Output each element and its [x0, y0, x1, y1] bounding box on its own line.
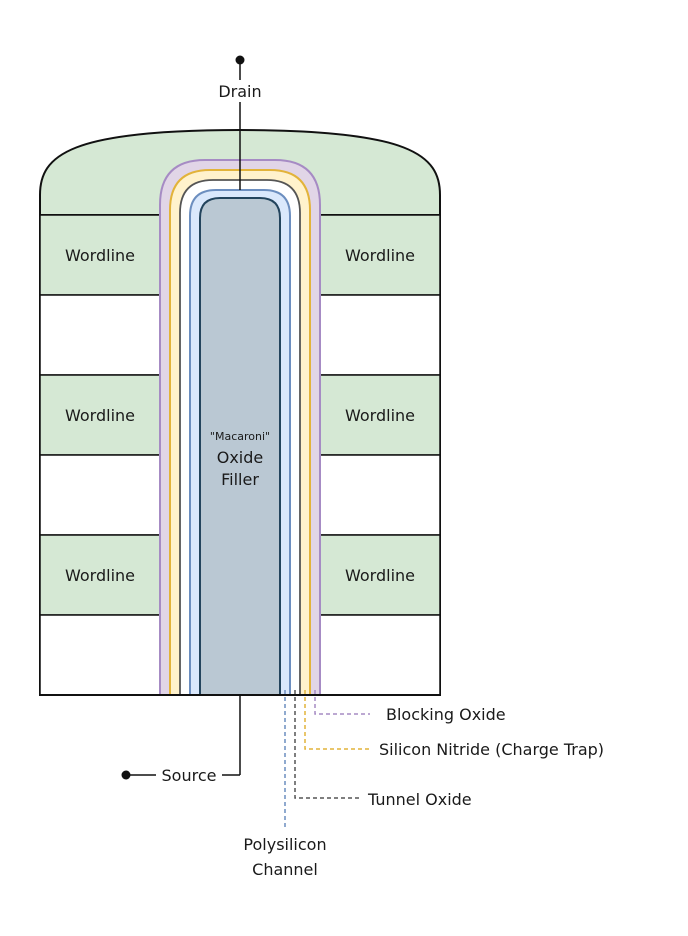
wordline-cell [319, 374, 441, 456]
wordline-label: Wordline [65, 566, 135, 585]
core-label-line3: Filler [221, 470, 259, 489]
spacer-cell [319, 454, 441, 536]
wordline-cell [39, 534, 161, 616]
core-label-line2: Oxide [217, 448, 264, 467]
polysilicon-label-line2: Channel [252, 860, 318, 879]
polysilicon-label-line1: Polysilicon [243, 835, 326, 854]
source-terminal-dot [121, 770, 131, 780]
wordline-label: Wordline [345, 406, 415, 425]
wordline-label: Wordline [65, 406, 135, 425]
tunnel-oxide-label: Tunnel Oxide [367, 790, 472, 809]
wordline-label: Wordline [345, 566, 415, 585]
spacer-cell [319, 614, 441, 696]
spacer-cell [39, 454, 161, 536]
oxide-filler-core [199, 197, 281, 696]
source-label: Source [162, 766, 217, 785]
spacer-cell [319, 294, 441, 376]
silicon-nitride-label: Silicon Nitride (Charge Trap) [379, 740, 604, 759]
blocking-oxide-label: Blocking Oxide [386, 705, 506, 724]
wordline-cell [39, 374, 161, 456]
spacer-cell [39, 294, 161, 376]
core-label-line1: "Macaroni" [210, 430, 270, 443]
drain-label: Drain [218, 82, 261, 101]
wordline-label: Wordline [345, 246, 415, 265]
wordline-label: Wordline [65, 246, 135, 265]
silicon-nitride-leader [304, 690, 370, 750]
blocking-oxide-leader [314, 690, 370, 715]
tunnel-oxide-leader [294, 690, 362, 799]
spacer-cell [39, 614, 161, 696]
wordline-cell [319, 534, 441, 616]
